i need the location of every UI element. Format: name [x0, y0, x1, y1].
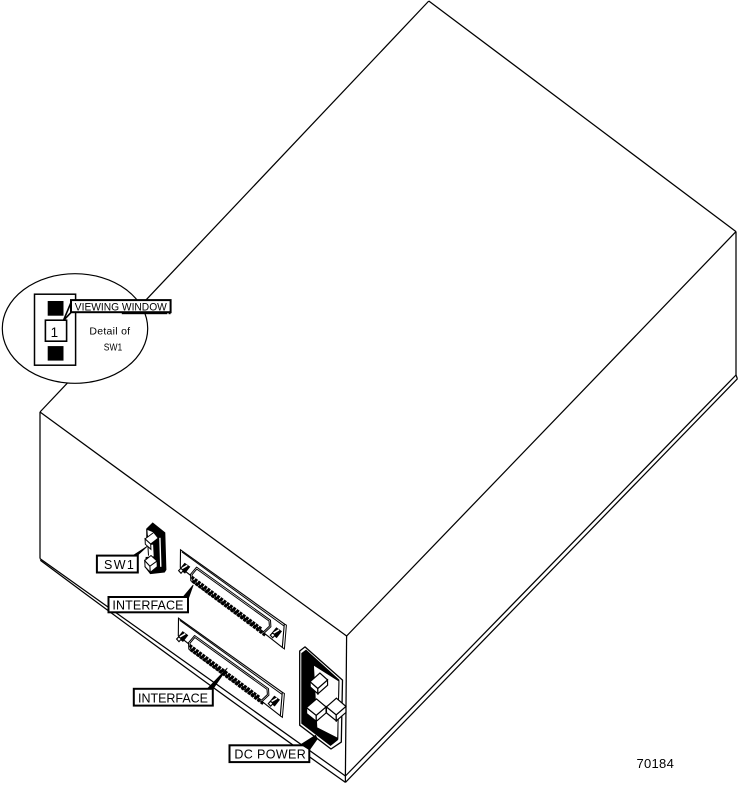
svg-text:Detail of: Detail of — [89, 326, 130, 338]
svg-text:INTERFACE: INTERFACE — [112, 599, 183, 613]
svg-text:INTERFACE: INTERFACE — [138, 691, 208, 705]
svg-text:VIEWING WINDOW: VIEWING WINDOW — [75, 302, 167, 314]
svg-text:DC POWER: DC POWER — [234, 747, 305, 761]
svg-text:SW1: SW1 — [104, 558, 134, 572]
svg-text:1: 1 — [51, 325, 59, 340]
svg-text:70184: 70184 — [637, 756, 674, 771]
svg-text:SW1: SW1 — [104, 342, 123, 353]
